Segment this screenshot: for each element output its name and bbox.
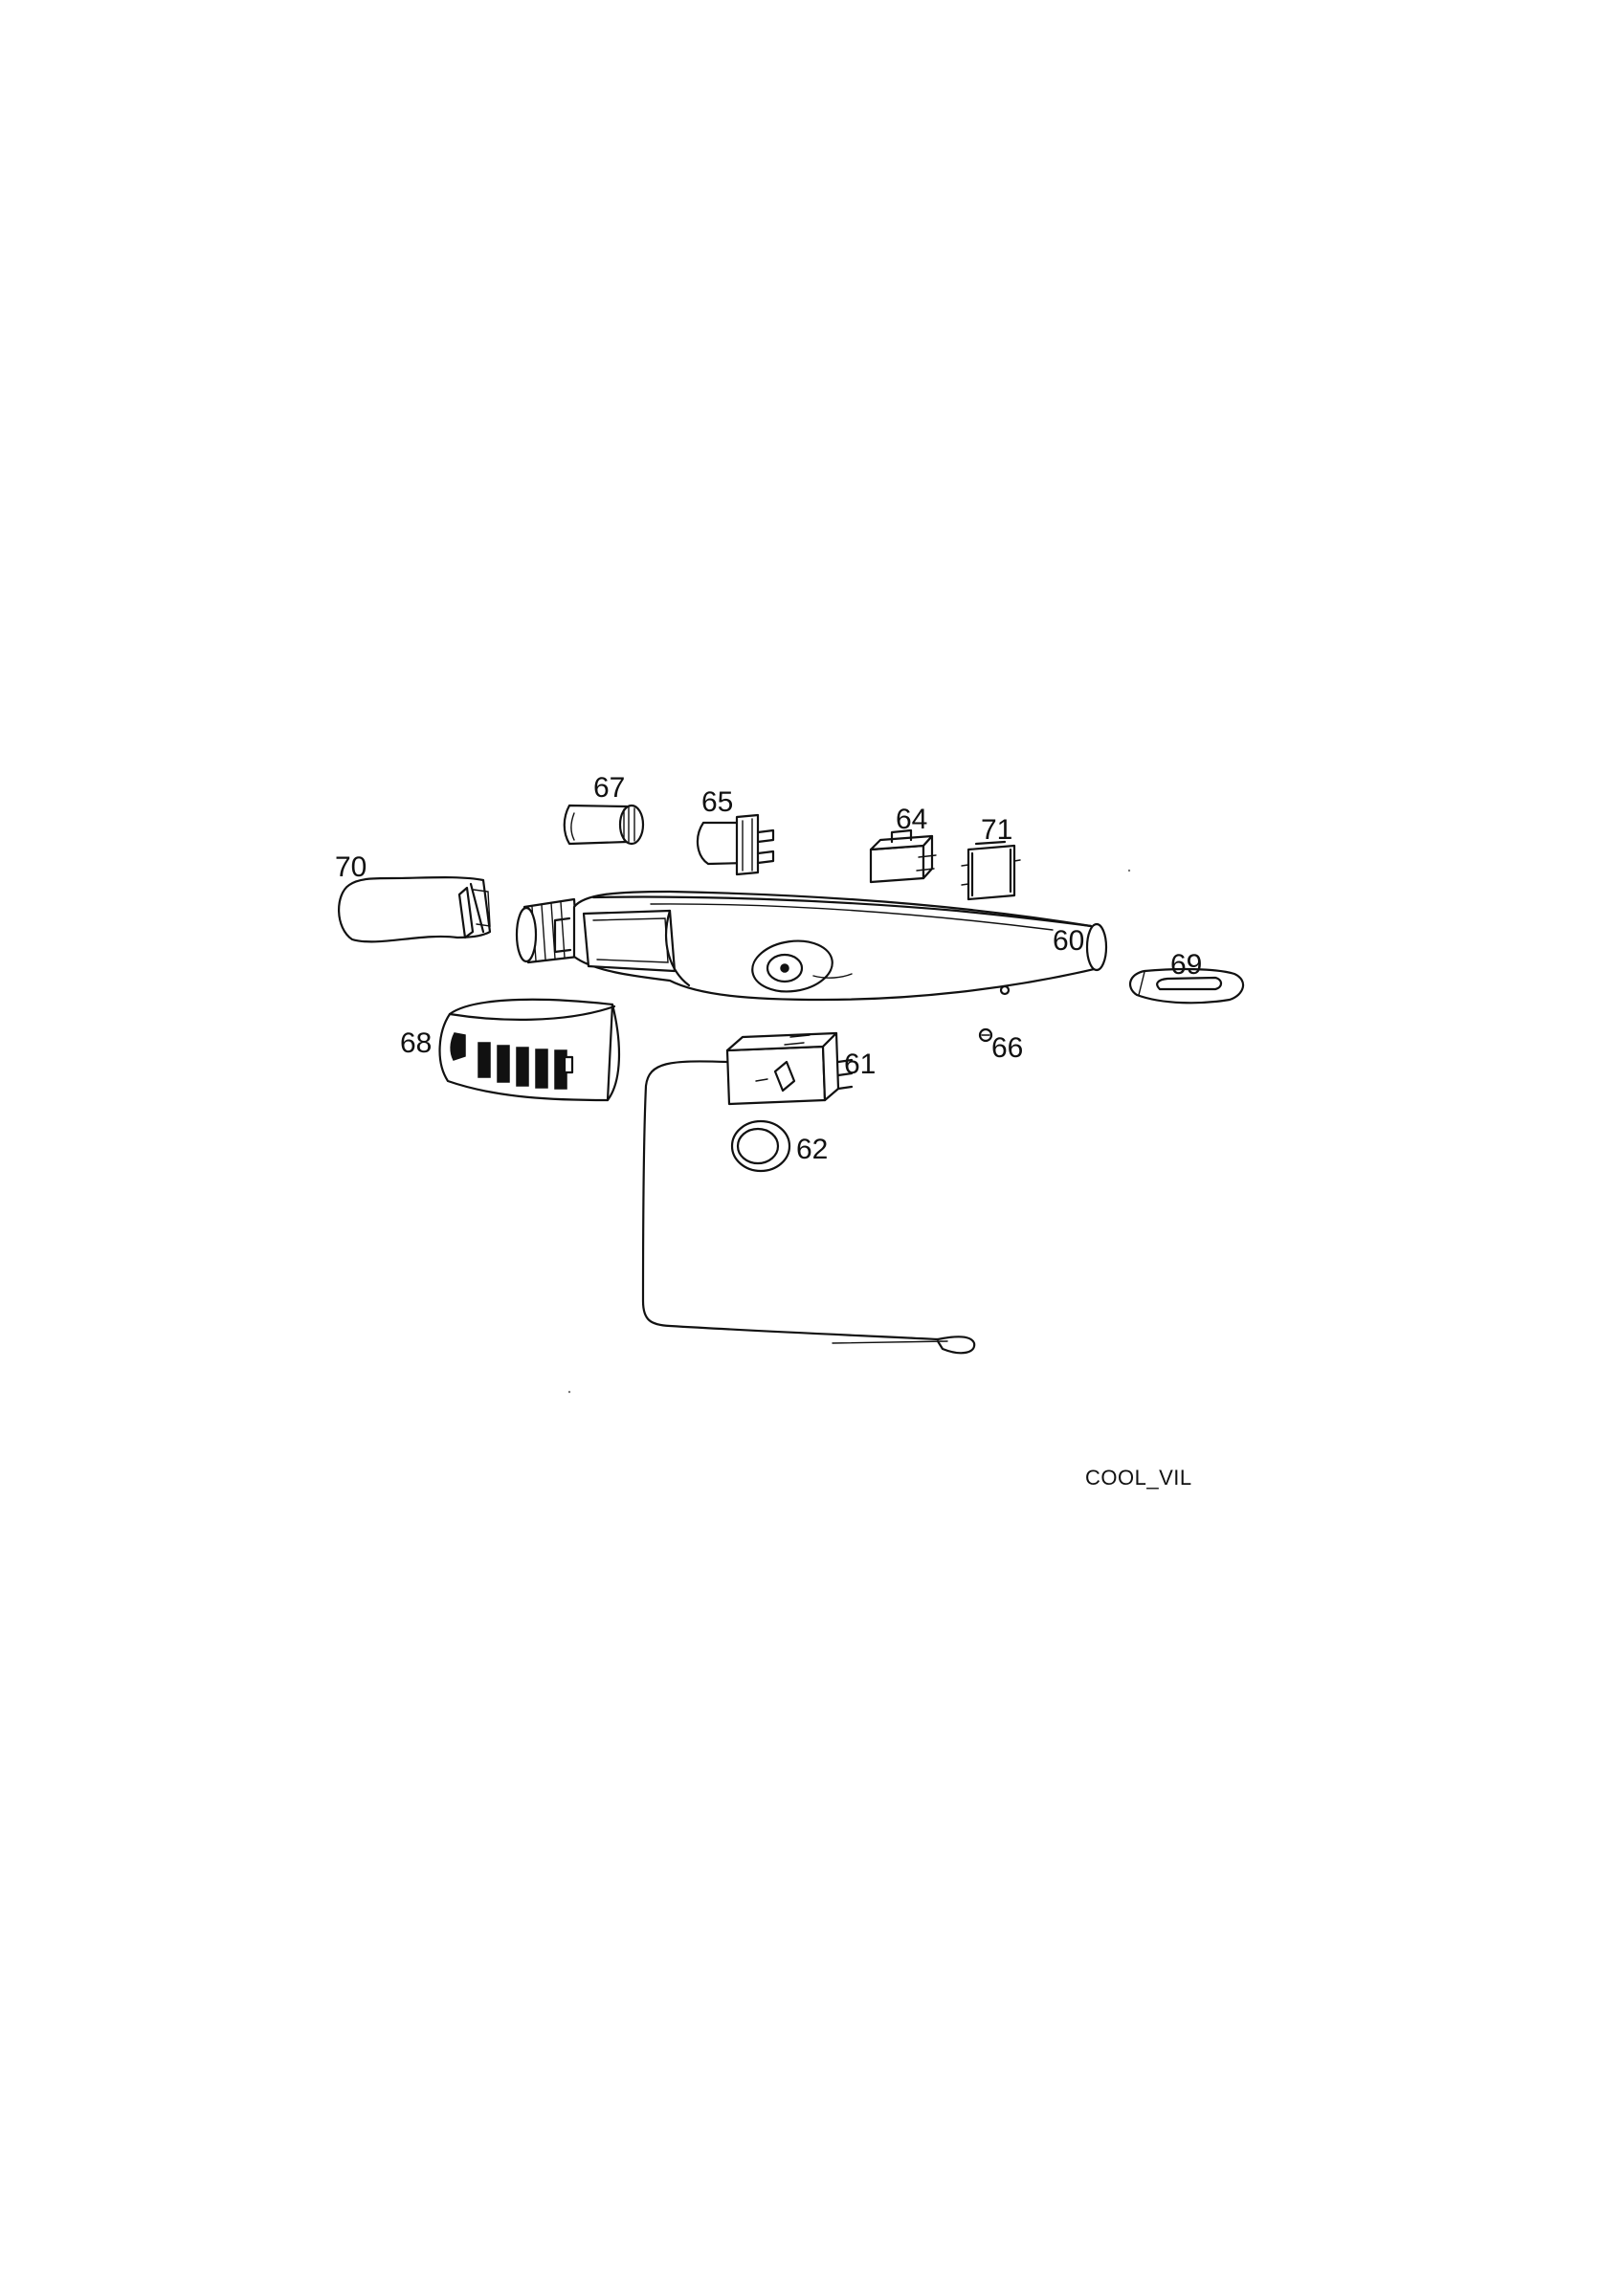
part-62-drawing bbox=[730, 1119, 791, 1173]
label-part-71: 71 bbox=[981, 814, 1012, 846]
label-part-68: 68 bbox=[400, 1027, 432, 1059]
label-part-69: 69 bbox=[1170, 949, 1202, 981]
label-part-66: 66 bbox=[991, 1032, 1023, 1064]
part-60-drawing bbox=[515, 890, 1108, 1002]
part-69-drawing bbox=[1128, 967, 1245, 1004]
part-66-drawing bbox=[978, 1027, 993, 1043]
reference-code: COOL_VIL bbox=[1085, 1466, 1192, 1490]
label-part-67: 67 bbox=[593, 772, 625, 804]
label-part-61: 61 bbox=[844, 1049, 876, 1080]
part-68-drawing bbox=[438, 998, 621, 1102]
part-71-drawing bbox=[961, 840, 1021, 901]
label-part-70: 70 bbox=[335, 851, 367, 883]
part-61-drawing bbox=[641, 1031, 976, 1355]
part-67-drawing bbox=[563, 804, 645, 846]
part-64-drawing bbox=[869, 828, 937, 884]
part-70-drawing bbox=[338, 876, 492, 943]
part-65-drawing bbox=[696, 813, 775, 876]
label-part-64: 64 bbox=[896, 804, 927, 835]
label-part-62: 62 bbox=[796, 1134, 828, 1165]
label-part-60: 60 bbox=[1053, 925, 1084, 957]
part-labels: 67 65 64 71 70 60 69 68 66 61 62 bbox=[335, 772, 1202, 1165]
scan-specks bbox=[567, 869, 1131, 1394]
label-part-65: 65 bbox=[701, 786, 733, 818]
